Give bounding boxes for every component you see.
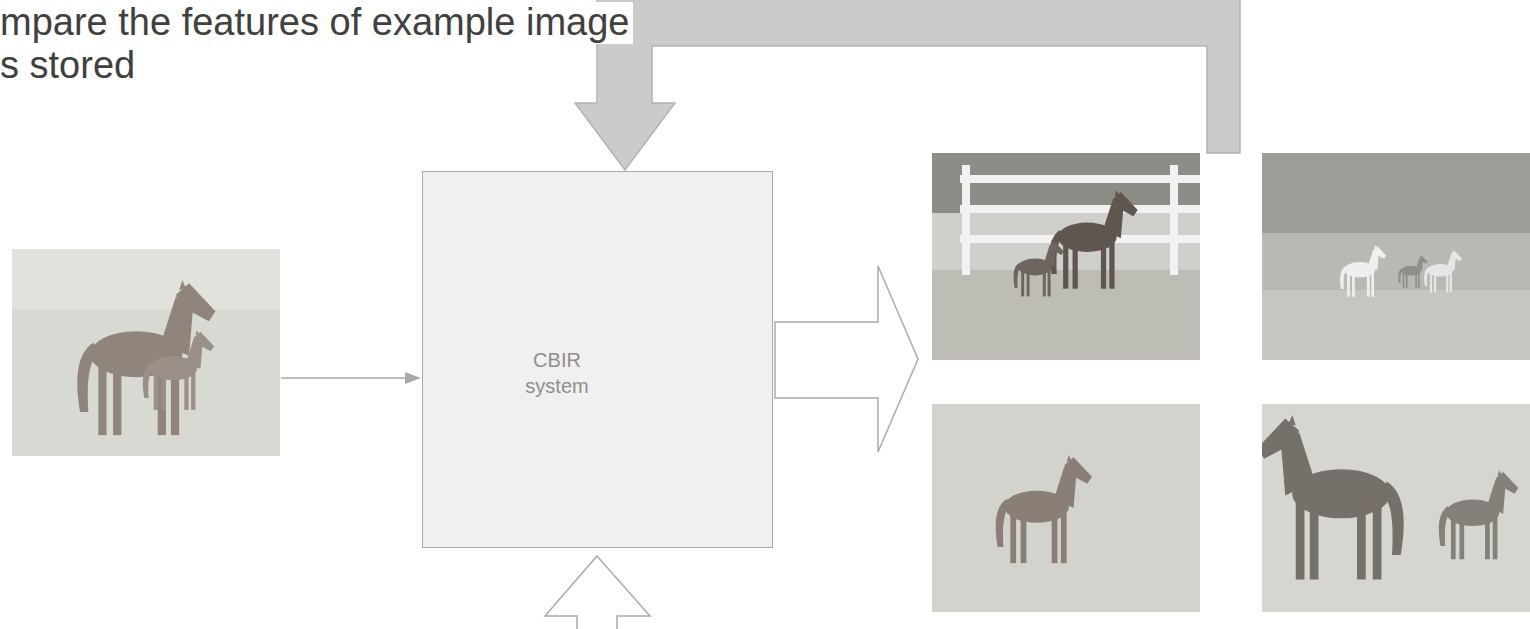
slide-text: s stored [0, 45, 139, 87]
query-image [12, 249, 280, 456]
result-image [932, 404, 1200, 612]
result-image [1262, 153, 1530, 360]
process-box: CBIR system [422, 171, 773, 548]
output-arrow [775, 266, 918, 452]
database-arrow [545, 556, 650, 629]
box-label: CBIR system [520, 347, 594, 399]
feedback-arrow [575, 0, 1240, 170]
slide-text: mpare the features of example image [0, 2, 633, 44]
result-image [1262, 404, 1530, 612]
result-image [932, 153, 1200, 360]
input-arrow [281, 377, 412, 379]
input-arrowhead [405, 372, 421, 384]
